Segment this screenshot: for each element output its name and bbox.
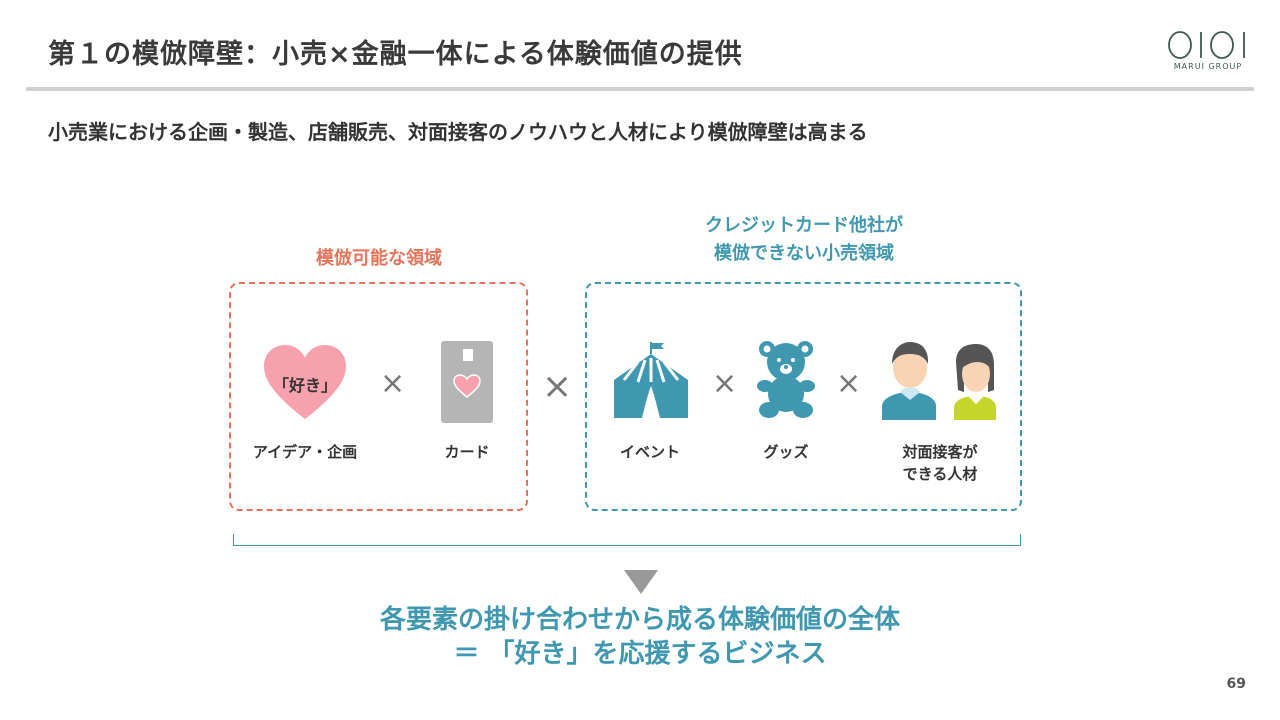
goods-caption: グッズ [763, 443, 809, 461]
staff-people-icon [882, 342, 996, 420]
non-imitable-area-label: クレジットカード他社が 模倣できない小売領域 [586, 212, 1022, 268]
card-caption: カード [444, 443, 490, 461]
event-caption: イベント [619, 443, 680, 461]
caption-line1: 対面接客が [902, 443, 978, 461]
times-icon: × [836, 366, 862, 401]
conclusion: 各要素の掛け合わせから成る体験価値の全体 ＝ 「好き」を応援するビジネス [0, 603, 1280, 671]
title-divider [26, 87, 1254, 91]
logo-text: MARUI GROUP [1173, 62, 1243, 71]
staff-caption: 対面接客が できる人材 [880, 441, 1000, 485]
heart-icon [264, 345, 346, 419]
teddy-bear-icon [757, 341, 815, 418]
caption-line2: できる人材 [902, 465, 978, 483]
slide-title: 第１の模倣障壁：小売×金融一体による体験価値の提供 [48, 39, 743, 70]
conclusion-line2: ＝ 「好き」を応援するビジネス [453, 639, 827, 669]
non-imitable-area-box [585, 282, 1022, 511]
imitable-area-label: 模倣可能な領域 [316, 248, 442, 269]
times-icon: × [712, 366, 738, 401]
grouping-bracket [233, 534, 1021, 546]
slide-subtitle: 小売業における企画・製造、店舗販売、対面接客のノウハウと人材により模倣障壁は高ま… [48, 120, 868, 144]
label-line1: クレジットカード他社が [705, 215, 903, 236]
conclusion-line1: 各要素の掛け合わせから成る体験価値の全体 [379, 605, 900, 635]
idea-caption: アイデア・企画 [252, 443, 358, 461]
oioi-logo-icon [1168, 31, 1245, 59]
times-icon: × [542, 366, 573, 407]
marui-group-logo: MARUI GROUP [1166, 30, 1250, 71]
down-arrow-icon [624, 570, 658, 594]
heart-text: 「好き」 [272, 376, 337, 395]
page-number: 69 [1226, 676, 1246, 692]
tent-icon [614, 342, 688, 418]
label-line2: 模倣できない小売領域 [714, 243, 894, 264]
times-icon: × [380, 366, 406, 401]
card-icon [441, 341, 493, 423]
imitable-area-box [229, 282, 528, 511]
